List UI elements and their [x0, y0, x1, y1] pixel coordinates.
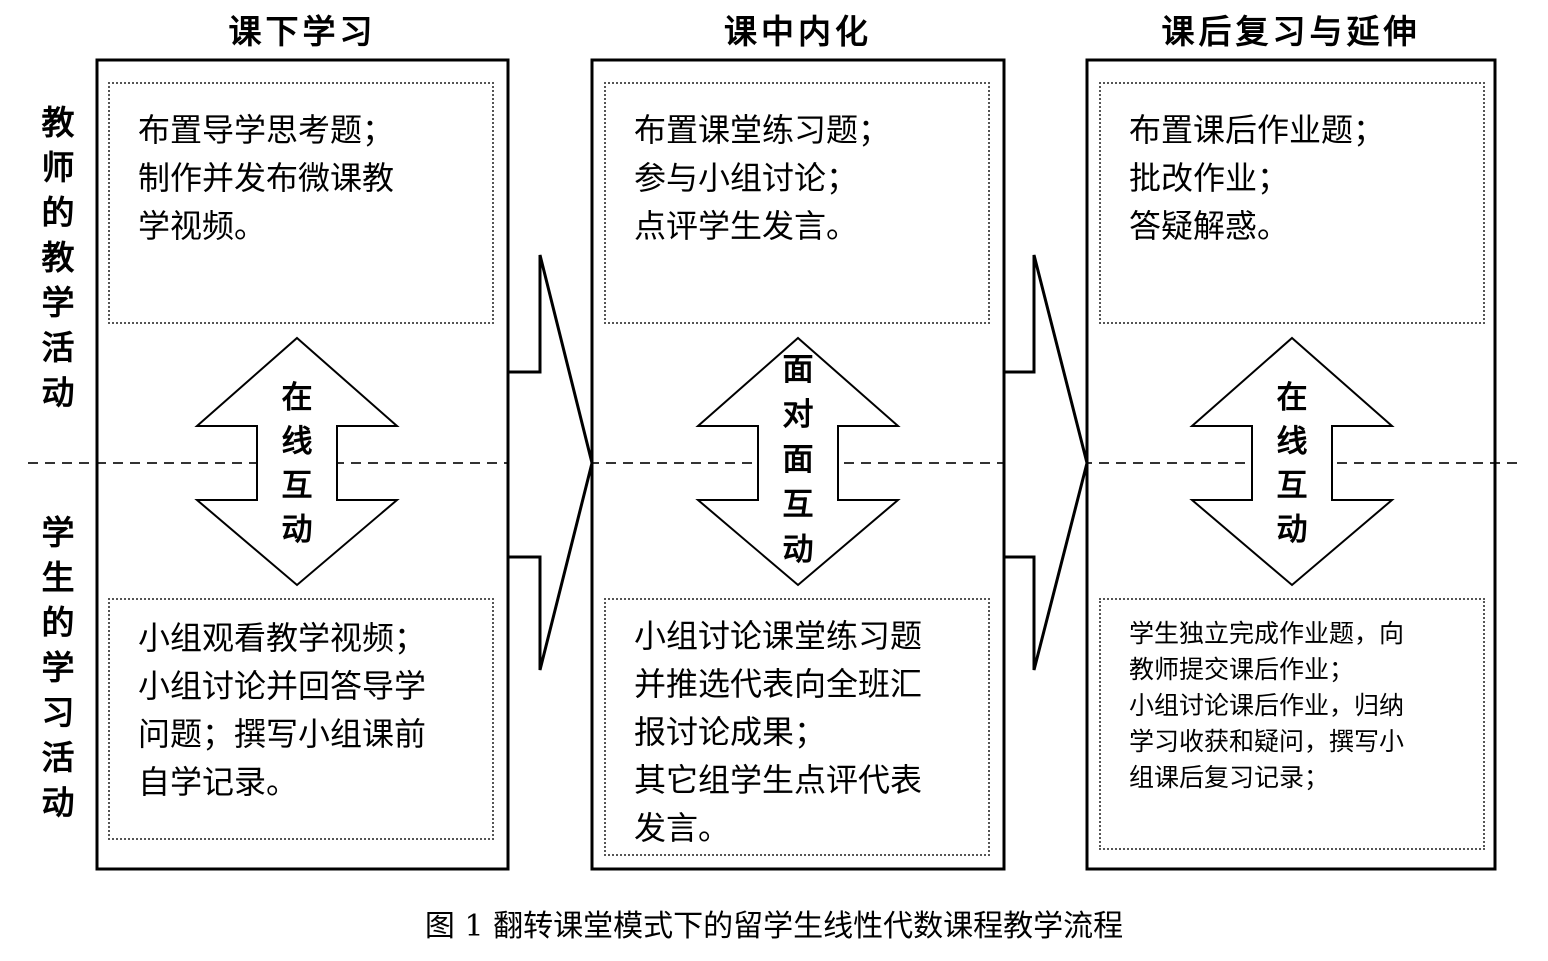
- interaction-char: 对: [782, 397, 814, 433]
- stage-title-pre-class: 课下学习: [228, 12, 377, 51]
- activity-line: 学习收获和疑问，撰写小: [1129, 727, 1405, 756]
- interaction-char: 面: [782, 442, 814, 478]
- row-label-char: 教: [41, 238, 75, 277]
- stage-title-in-class: 课中内化: [724, 12, 872, 51]
- interaction-char: 线: [281, 424, 313, 460]
- interaction-char: 动: [281, 512, 313, 548]
- activity-line: 学生独立完成作业题，向: [1129, 619, 1405, 648]
- row-label-teacher-activities: 教 师 的 教 学 活 动: [36, 100, 80, 415]
- row-label-char: 教: [41, 103, 75, 142]
- activity-line: 并推选代表向全班汇: [634, 665, 923, 703]
- student-activity-box-in-class: 小组讨论课堂练习题 并推选代表向全班汇 报讨论成果； 其它组学生点评代表 发言。: [604, 598, 990, 856]
- student-activity-box-pre-class: 小组观看教学视频； 小组讨论并回答导学 问题；撰写小组课前 自学记录。: [108, 598, 494, 840]
- interaction-double-arrow-1: [194, 336, 400, 587]
- interaction-label-online-2: 在 线 互 动: [1267, 376, 1317, 552]
- row-label-char: 的: [41, 193, 75, 232]
- stage-connector-arrow-1: [506, 254, 594, 671]
- activity-line: 点评学生发言。: [634, 207, 859, 245]
- activity-line: 布置课堂练习题；: [634, 111, 891, 149]
- interaction-char: 互: [782, 487, 814, 523]
- teacher-activity-box-post-class: 布置课后作业题； 批改作业； 答疑解惑。: [1099, 82, 1485, 324]
- interaction-char: 动: [1276, 512, 1308, 548]
- activity-line: 小组讨论课后作业，归纳: [1129, 691, 1405, 720]
- row-label-char: 活: [41, 328, 75, 367]
- stage-connector-arrow-2: [1002, 254, 1089, 671]
- row-label-char: 学: [41, 283, 75, 322]
- activity-line: 报讨论成果；: [634, 713, 827, 751]
- interaction-char: 线: [1276, 424, 1308, 460]
- interaction-char: 动: [782, 532, 814, 568]
- interaction-char: 在: [1276, 380, 1308, 416]
- row-label-char: 活: [41, 738, 75, 777]
- teacher-activity-box-pre-class: 布置导学思考题； 制作并发布微课教 学视频。: [108, 82, 494, 324]
- activity-line: 制作并发布微课教: [138, 159, 395, 197]
- row-label-char: 师: [41, 148, 75, 187]
- activity-line: 小组观看教学视频；: [138, 619, 427, 657]
- activity-line: 发言。: [634, 809, 731, 847]
- activity-line: 布置导学思考题；: [138, 111, 395, 149]
- activity-line: 小组讨论课堂练习题: [634, 617, 923, 655]
- interaction-char: 面: [782, 352, 814, 388]
- row-label-char: 习: [41, 693, 75, 732]
- activity-line: 自学记录。: [138, 763, 299, 801]
- interaction-char: 互: [1276, 468, 1308, 504]
- activity-line: 布置课后作业题；: [1129, 111, 1386, 149]
- student-activity-box-post-class: 学生独立完成作业题，向 教师提交课后作业； 小组讨论课后作业，归纳 学习收获和疑…: [1099, 598, 1485, 850]
- activity-line: 教师提交课后作业；: [1129, 655, 1355, 684]
- interaction-label-face-to-face: 面 对 面 互 动: [773, 348, 823, 573]
- activity-line: 问题；撰写小组课前: [138, 715, 427, 753]
- interaction-char: 互: [281, 468, 313, 504]
- activity-line: 学视频。: [138, 207, 267, 245]
- row-label-char: 生: [41, 558, 75, 597]
- teacher-activity-box-in-class: 布置课堂练习题； 参与小组讨论； 点评学生发言。: [604, 82, 990, 324]
- stage-title-post-class: 课后复习与延伸: [1161, 12, 1421, 51]
- row-label-char: 动: [41, 373, 75, 412]
- interaction-double-arrow-3: [1189, 336, 1395, 587]
- activity-line: 批改作业；: [1129, 159, 1290, 197]
- interaction-char: 在: [281, 380, 313, 416]
- activity-line: 其它组学生点评代表: [634, 761, 923, 799]
- activity-line: 参与小组讨论；: [634, 159, 859, 197]
- activity-line: 小组讨论并回答导学: [138, 667, 427, 705]
- activity-line: 组课后复习记录；: [1129, 763, 1330, 792]
- row-label-char: 动: [41, 783, 75, 822]
- figure-caption: 图 1 翻转课堂模式下的留学生线性代数课程教学流程: [424, 909, 1124, 944]
- interaction-double-arrow-2: [695, 336, 901, 587]
- row-label-char: 的: [41, 603, 75, 642]
- interaction-label-online-1: 在 线 互 动: [272, 376, 322, 552]
- row-label-char: 学: [41, 648, 75, 687]
- activity-line: 答疑解惑。: [1129, 207, 1290, 245]
- row-label-student-activities: 学 生 的 学 习 活 动: [36, 510, 80, 825]
- row-label-char: 学: [41, 513, 75, 552]
